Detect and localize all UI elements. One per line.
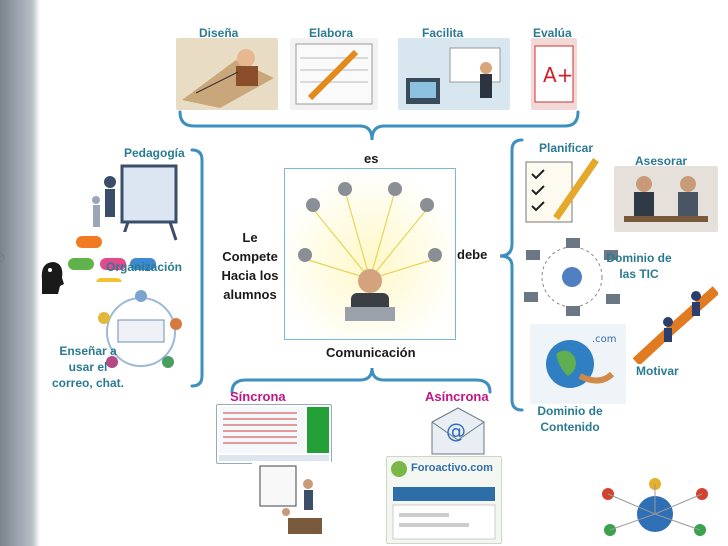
head-silhouette-icon (36, 258, 66, 298)
dominio-tic-line-2: las TIC (619, 267, 659, 281)
svg-text:.com: .com (592, 334, 617, 345)
label-evalua: Evalúa (533, 26, 572, 40)
label-comunicacion: Comunicación (326, 345, 416, 360)
planning-checklist-image (520, 154, 602, 228)
foroactivo-logo-text: Foroactivo.com (411, 462, 493, 474)
motivation-climb-image (632, 282, 718, 364)
evaluating-image: A+ (531, 38, 577, 110)
label-motivar: Motivar (636, 364, 679, 378)
label-elabora: Elabora (309, 26, 354, 40)
designing-image (176, 38, 278, 110)
advising-image (614, 166, 718, 232)
label-ensenar-line-3: correo, chat. (51, 376, 125, 390)
facilitating-image (398, 38, 510, 110)
svg-text:@: @ (446, 419, 466, 443)
label-disena: Diseña (199, 26, 239, 40)
label-le-compete: Le Compete Hacia los alumnos (218, 228, 282, 304)
teacher-network-image (285, 169, 455, 339)
label-facilita: Facilita (422, 26, 464, 40)
label-ensenar: Enseñar a usar el correo, chat. (46, 343, 130, 391)
chat-window-screenshot (216, 404, 332, 464)
label-dominio-tic: Dominio de las TIC (603, 250, 675, 282)
pedagogy-image (88, 162, 182, 242)
le-line-4: alumnos (223, 287, 277, 302)
label-planificar: Planificar (539, 141, 594, 155)
label-pedagogia: Pedagogía (124, 146, 185, 160)
elaborating-image (290, 38, 378, 110)
email-envelope-icon: @ (428, 404, 488, 458)
label-ensenar-line-2: usar el (68, 360, 108, 374)
dominio-contenido-line-2: Contenido (540, 420, 600, 434)
le-line-1: Le (242, 230, 258, 245)
label-asesorar: Asesorar (635, 154, 688, 168)
presentation-board-image (252, 462, 338, 542)
email-services-cycle-image (88, 282, 194, 380)
label-organizacion: Organización (106, 260, 183, 274)
svg-text:A+: A+ (543, 63, 573, 87)
label-sincrona: Síncrona (230, 389, 286, 404)
le-line-2: Compete (222, 249, 278, 264)
le-line-3: Hacia los (221, 268, 279, 283)
ict-network-image (516, 236, 628, 318)
label-debe: debe (457, 247, 488, 262)
label-asincrona: Asíncrona (425, 389, 489, 404)
dominio-tic-line-1: Dominio de (606, 251, 672, 265)
content-globe-image: .com (530, 324, 626, 404)
left-gradient-band (0, 0, 40, 546)
label-es: es (364, 151, 379, 166)
foroactivo-screenshot: Foroactivo.com (386, 456, 502, 544)
dominio-contenido-line-1: Dominio de (537, 404, 603, 418)
label-ensenar-line-1: Enseñar a (59, 344, 117, 358)
central-teacher-box (284, 168, 456, 340)
label-dominio-contenido: Dominio de Contenido (532, 403, 608, 435)
people-network-image (590, 474, 720, 542)
